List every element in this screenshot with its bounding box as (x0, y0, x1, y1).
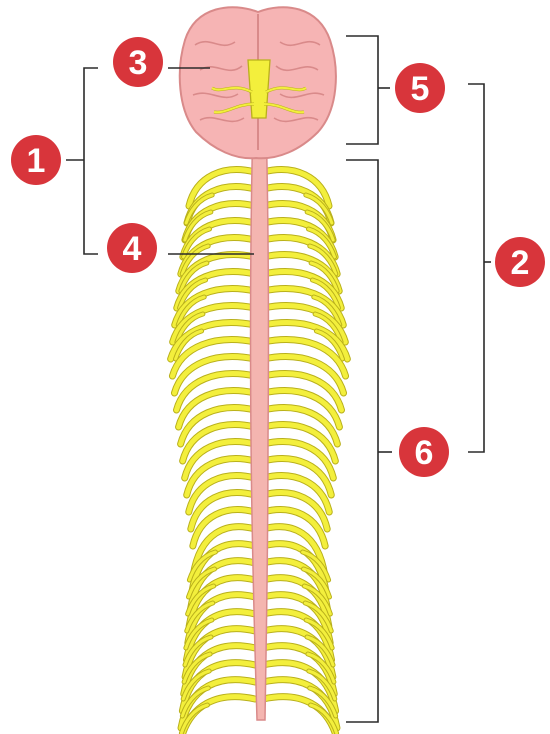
badge-3-label: 3 (129, 44, 148, 82)
brain (180, 7, 336, 158)
badge-2: 2 (491, 233, 549, 291)
badge-5: 5 (391, 59, 449, 117)
badge-5-label: 5 (411, 70, 430, 108)
badge-6-label: 6 (415, 434, 434, 472)
bracket-2 (468, 84, 484, 452)
badge-1: 1 (7, 131, 65, 189)
bracket-1 (84, 68, 98, 254)
badge-4-label: 4 (123, 230, 142, 268)
bracket-6 (346, 160, 378, 722)
bracket-5 (346, 36, 378, 144)
badge-4: 4 (103, 219, 161, 277)
badge-3: 3 (109, 33, 167, 91)
badge-1-label: 1 (27, 142, 46, 180)
badge-6: 6 (395, 423, 453, 481)
badge-2-label: 2 (511, 244, 530, 282)
